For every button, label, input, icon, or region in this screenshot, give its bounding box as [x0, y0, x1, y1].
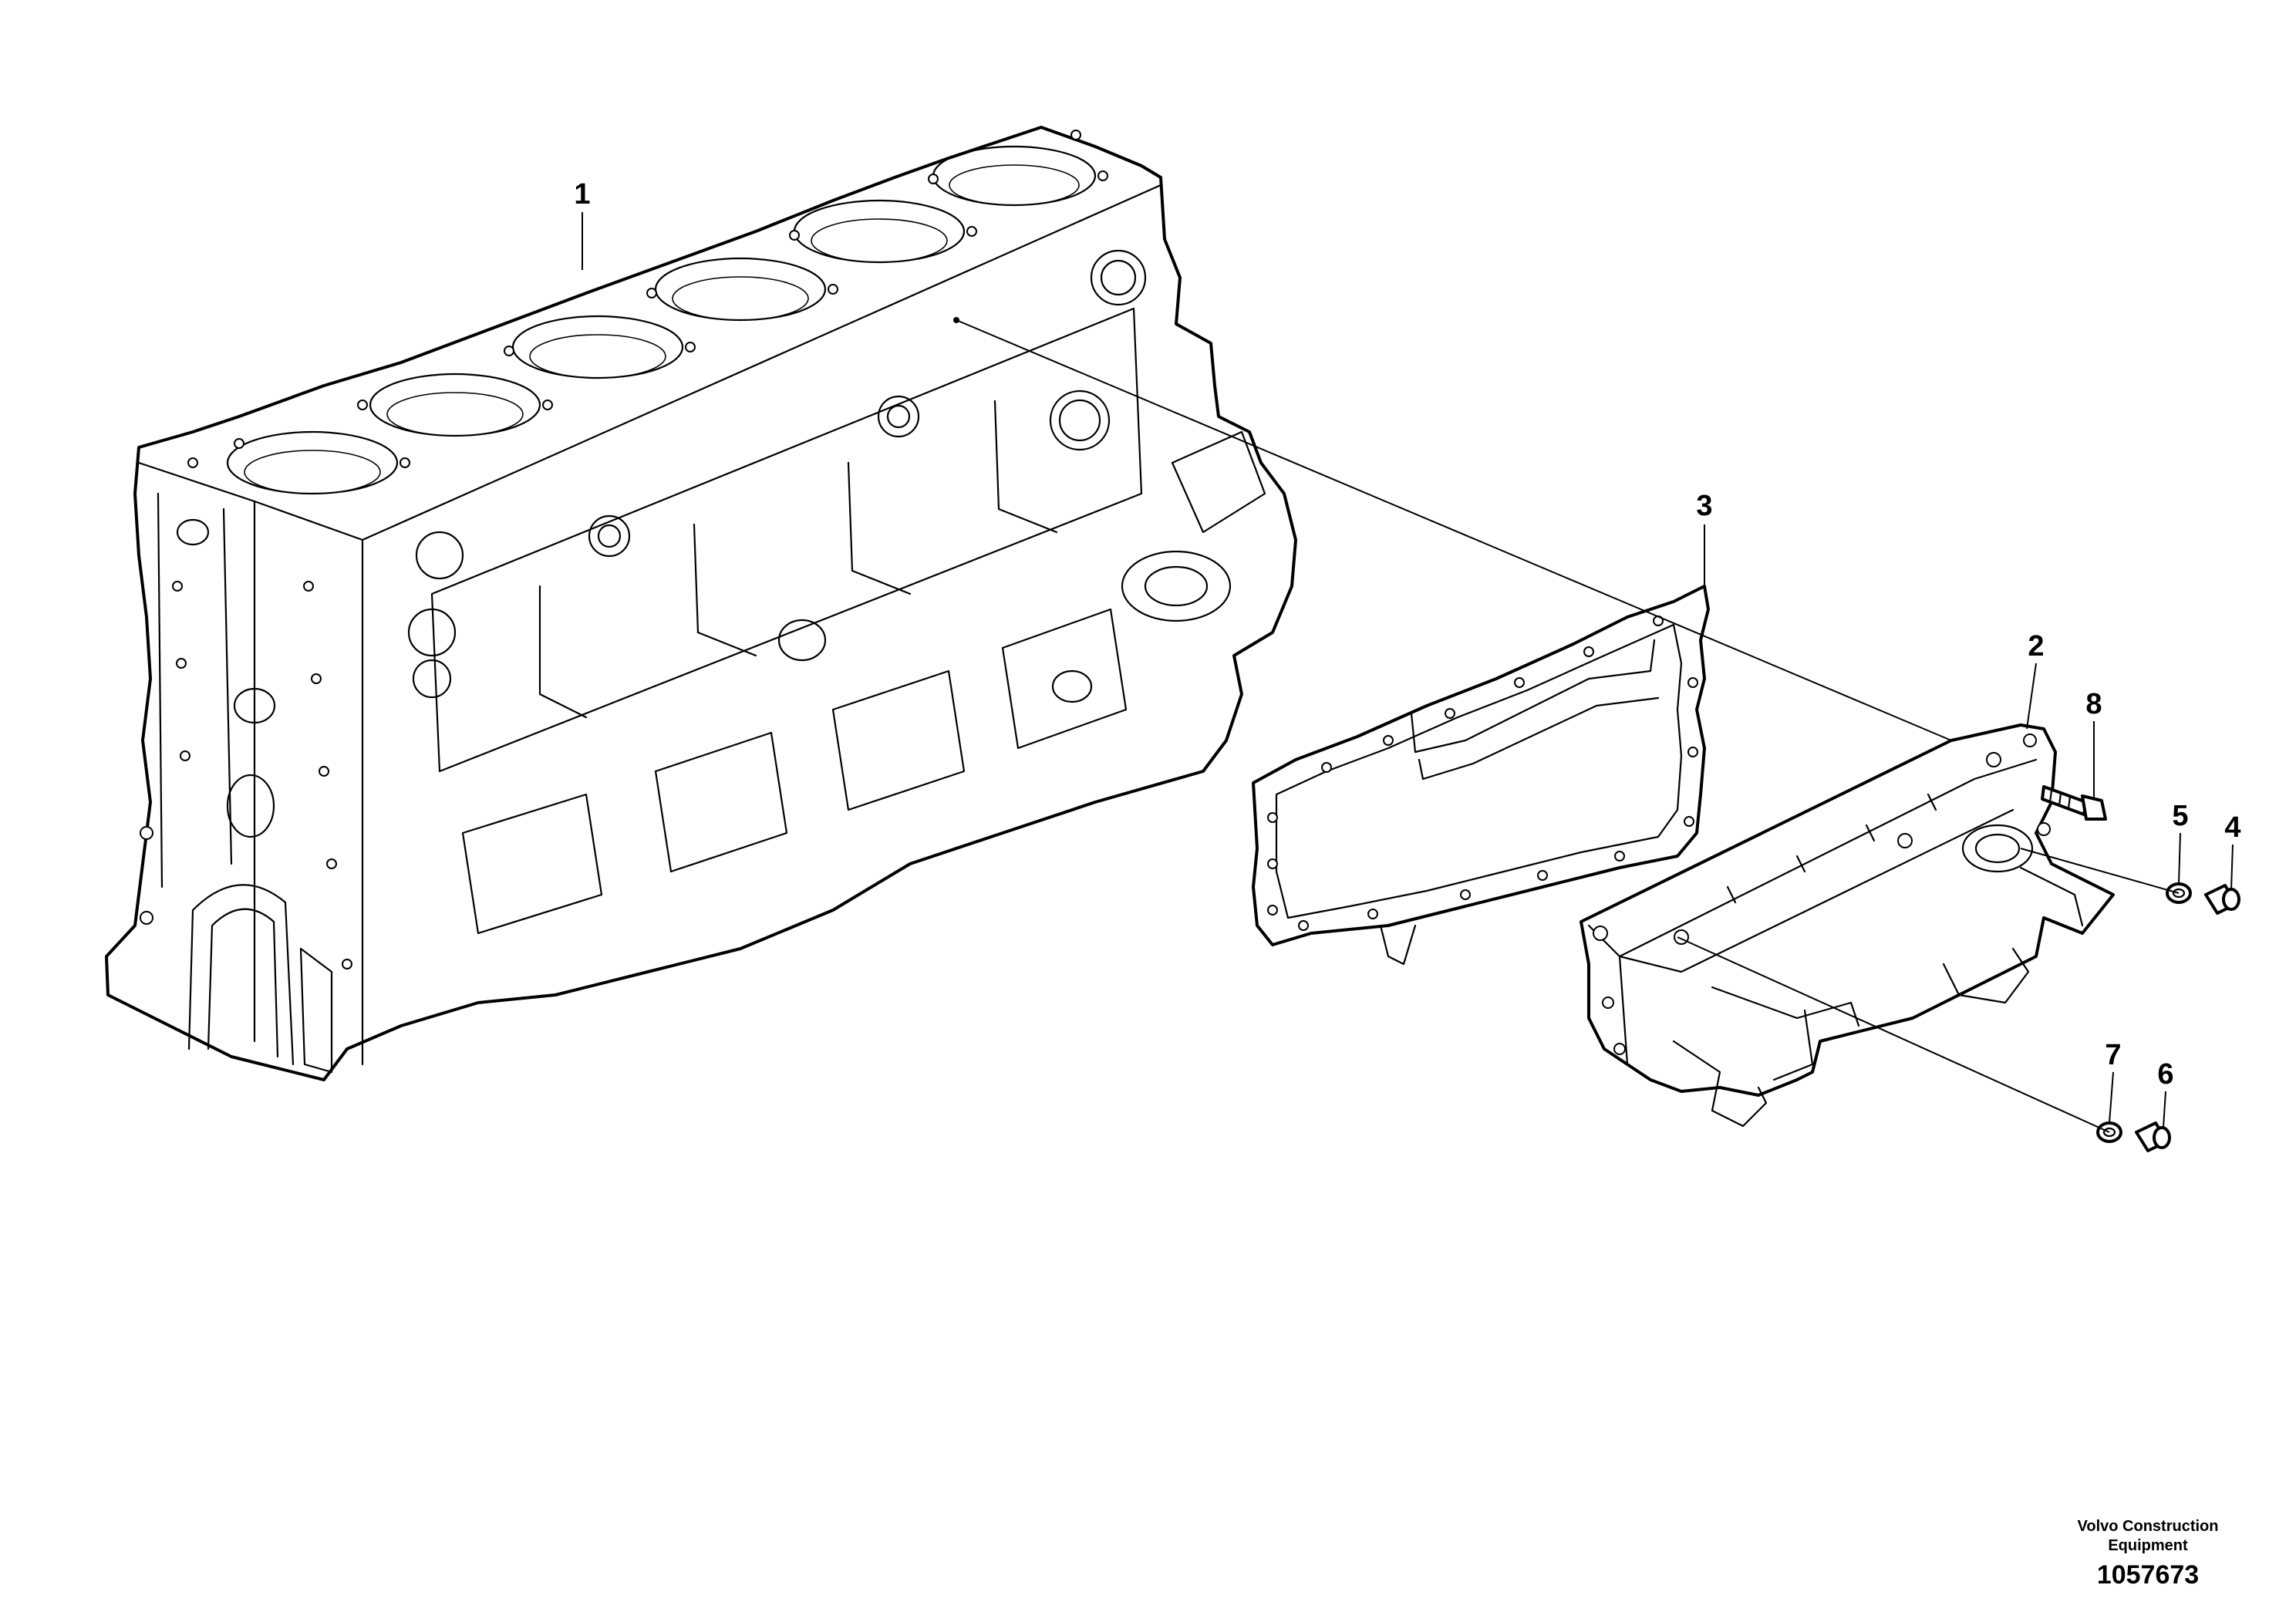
callout-1: 1 [574, 178, 590, 211]
callout-2: 2 [2028, 630, 2044, 663]
callout-4: 4 [2224, 811, 2240, 844]
cylinder-block[interactable] [105, 126, 1297, 1081]
brand-line-2: Equipment [2108, 1537, 2188, 1554]
oil-cooler-cover[interactable] [1580, 723, 2115, 1128]
callout-6: 6 [2157, 1058, 2173, 1091]
flange-screw[interactable] [2041, 785, 2107, 821]
block-front-face [140, 492, 352, 1074]
callout-3: 3 [1696, 490, 1712, 522]
assembly-lines [582, 212, 2234, 1133]
head-bolt-holes [187, 130, 1108, 468]
brand-line-1: Volvo Construction [2078, 1518, 2219, 1535]
callout-5: 5 [2172, 800, 2188, 832]
drawing-reference-number: 1057673 [2097, 1560, 2199, 1590]
block-side-details [407, 249, 1266, 935]
gasket[interactable] [1252, 585, 1710, 966]
plug-6[interactable] [2135, 1121, 2171, 1152]
callout-7: 7 [2105, 1039, 2121, 1071]
plug-4[interactable] [2204, 884, 2240, 915]
callout-8: 8 [2085, 688, 2102, 720]
